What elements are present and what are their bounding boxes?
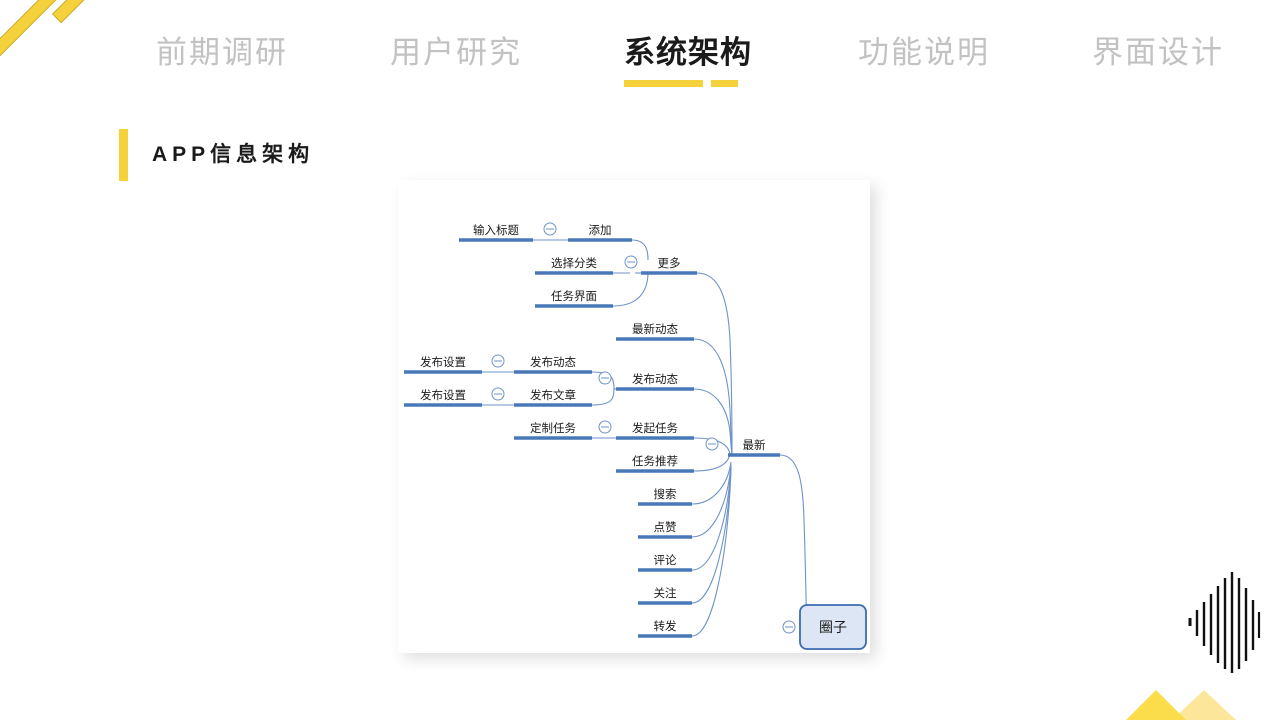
mindmap-node-label[interactable]: 转发 xyxy=(653,621,677,633)
mindmap-node-label[interactable]: 点赞 xyxy=(653,522,677,534)
mindmap-node-label[interactable]: 输入标题 xyxy=(473,225,519,237)
page-title: APP信息架构 xyxy=(152,143,315,166)
mindmap-node-label[interactable]: 选择分类 xyxy=(551,258,597,270)
mindmap-node-label[interactable]: 发布动态 xyxy=(632,374,678,386)
tab-active-underline xyxy=(624,80,752,87)
tab-xitongjiagou[interactable]: 系统架构 xyxy=(624,30,752,87)
tab-jiemianshiji[interactable]: 界面设计 xyxy=(1092,30,1224,76)
decor-diagonal-bar-short xyxy=(52,0,208,24)
tab-label: 前期调研 xyxy=(156,35,288,70)
tab-label: 界面设计 xyxy=(1092,35,1224,70)
tab-gongnengshuoming[interactable]: 功能说明 xyxy=(858,30,990,76)
mindmap-node-label[interactable]: 评论 xyxy=(653,555,677,567)
tab-label: 系统架构 xyxy=(624,35,752,70)
mindmap-node-label[interactable]: 最新动态 xyxy=(632,324,678,336)
section-nav: 前期调研 用户研究 系统架构 功能说明 界面设计 xyxy=(0,30,1280,100)
mindmap-node-label[interactable]: 发布设置 xyxy=(420,357,466,369)
mindmap-card: 输入标题 添加 选择分类 任务界面 更多 最新动态 发布设置 发布动态 发布设置… xyxy=(398,180,870,653)
decor-lens-stripes xyxy=(1188,572,1261,673)
tab-yonghuyanjiu[interactable]: 用户研究 xyxy=(390,30,522,76)
decor-triangle-solid xyxy=(1126,690,1186,720)
mindmap-connectors xyxy=(404,222,867,650)
mindmap-node-label[interactable]: 发布文章 xyxy=(530,390,576,402)
mindmap-node-label[interactable]: 发起任务 xyxy=(632,423,678,435)
mindmap-node-label[interactable]: 最新 xyxy=(742,440,766,452)
mindmap-node-label[interactable]: 关注 xyxy=(653,588,677,600)
underline-segment-secondary xyxy=(711,80,738,87)
underline-segment-primary xyxy=(624,80,704,87)
section-title-accent-bar xyxy=(119,129,128,181)
tab-qianqidiaoyan[interactable]: 前期调研 xyxy=(156,30,288,76)
mindmap-node-label[interactable]: 任务推荐 xyxy=(632,456,678,468)
mindmap-node-label[interactable]: 更多 xyxy=(657,258,681,270)
mindmap-node-label[interactable]: 发布设置 xyxy=(420,390,466,402)
mindmap-node-label[interactable]: 搜索 xyxy=(653,489,677,501)
tab-label: 用户研究 xyxy=(390,35,522,70)
mindmap-node-label[interactable]: 定制任务 xyxy=(530,423,576,435)
mindmap-node-label[interactable]: 发布动态 xyxy=(530,357,576,369)
mindmap-node-label[interactable]: 添加 xyxy=(588,225,612,237)
mindmap-root-node[interactable]: 圈子 xyxy=(819,619,847,635)
tab-label: 功能说明 xyxy=(858,35,990,70)
mindmap-node-label[interactable]: 任务界面 xyxy=(551,291,597,303)
